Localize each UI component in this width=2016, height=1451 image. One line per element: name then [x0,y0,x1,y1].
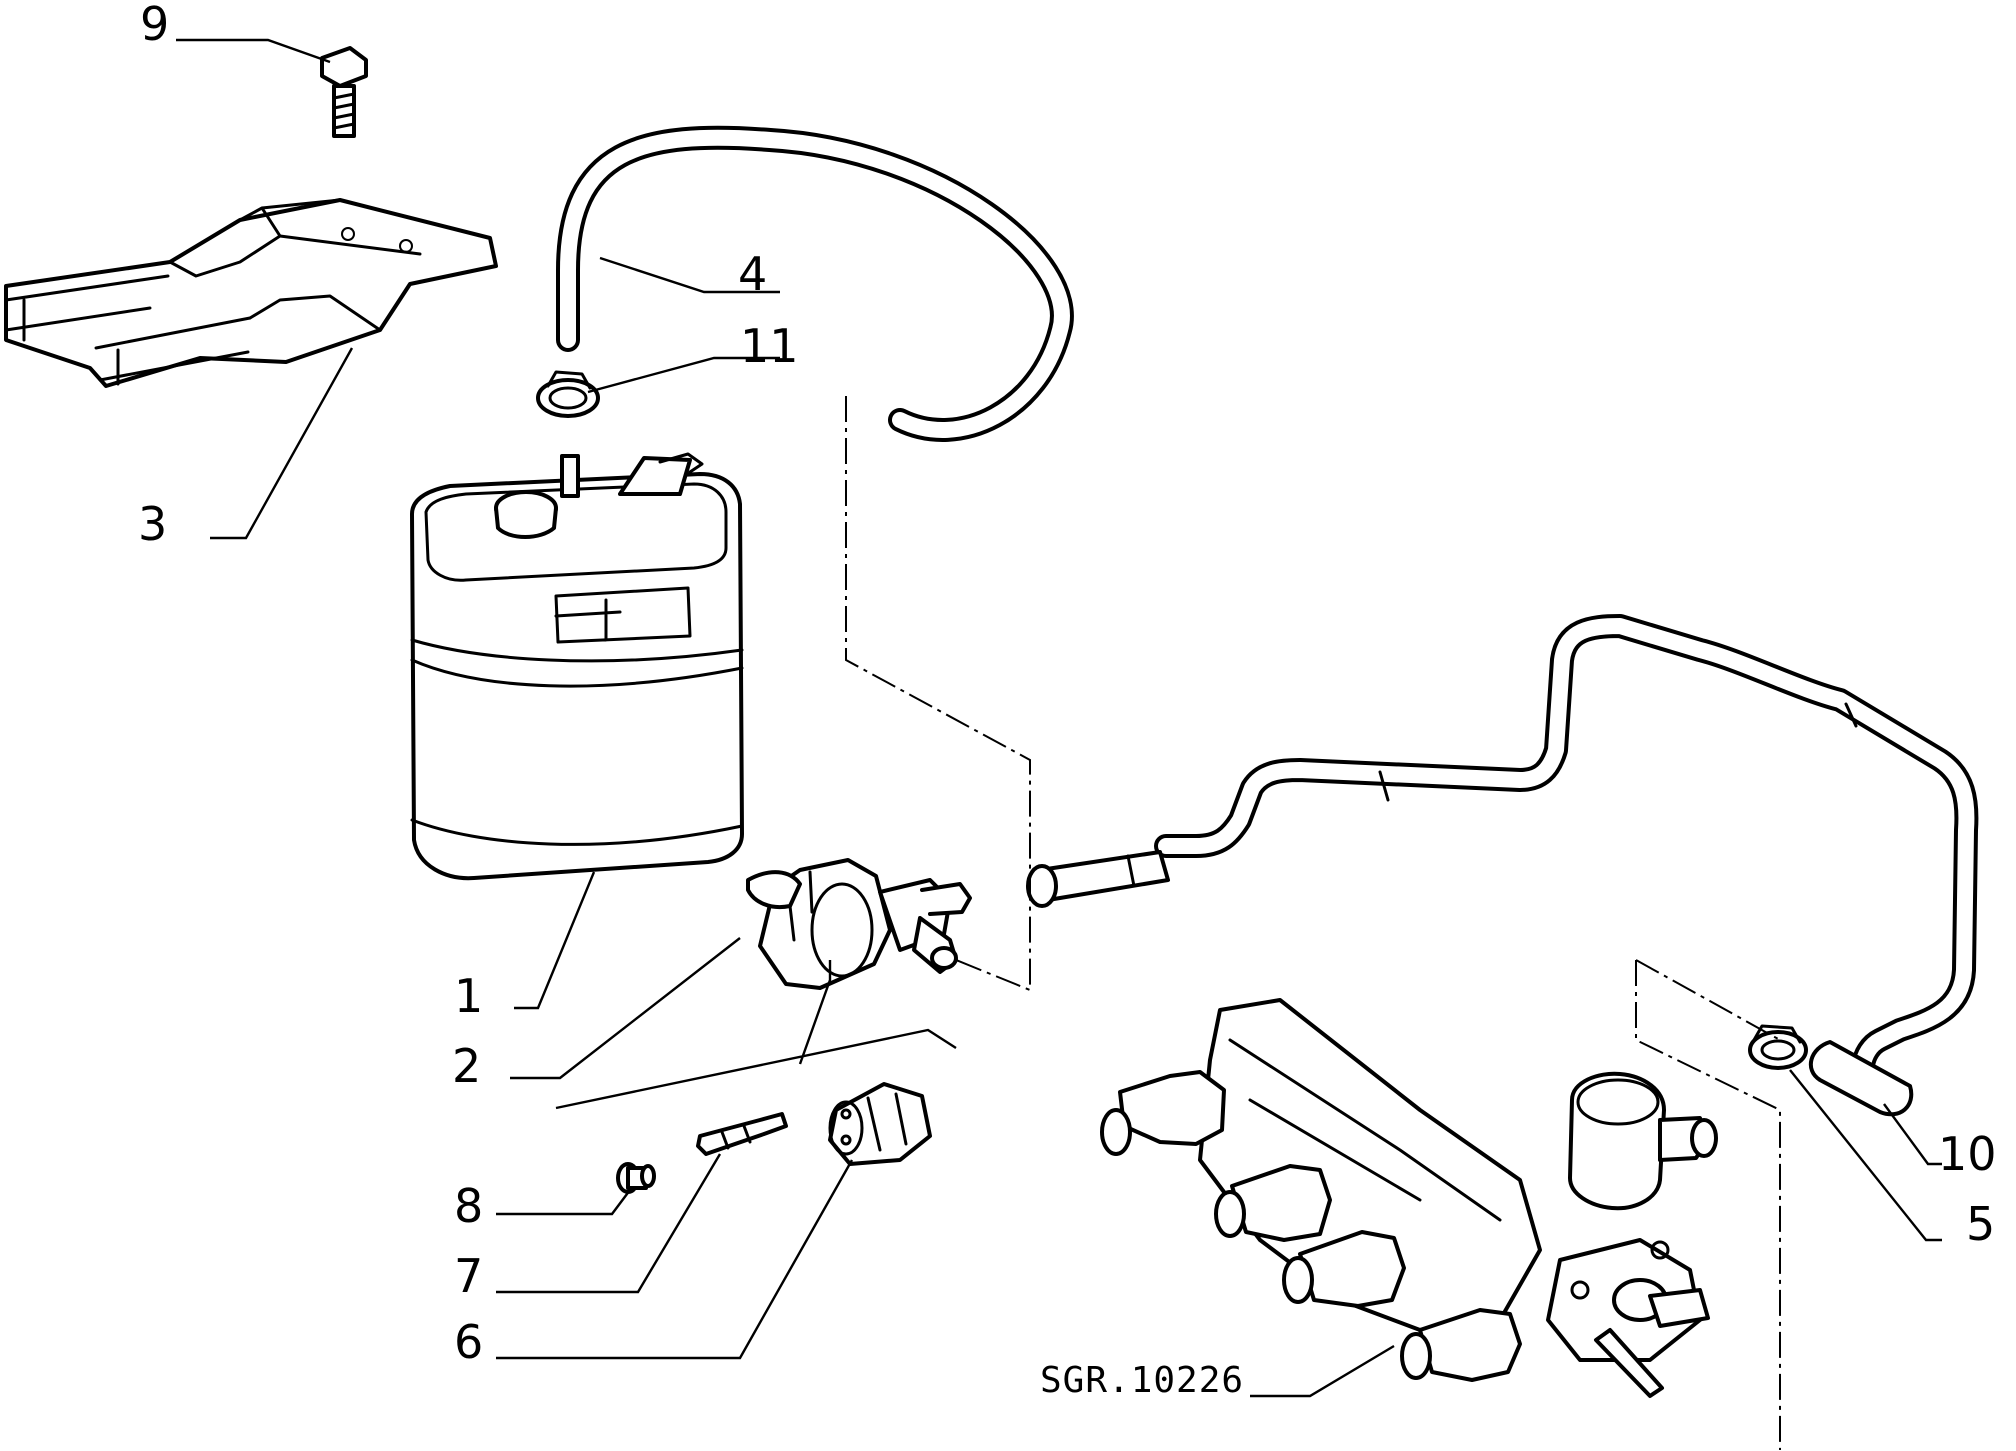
callout-5: 5 [1966,1197,1995,1251]
callout-7: 7 [454,1249,483,1303]
callout-3: 3 [138,497,167,551]
callout-11: 11 [740,319,799,373]
bracket-part[interactable] [4,198,498,388]
upper-hose-part[interactable] [556,125,1074,442]
solenoid-valve-part[interactable] [746,858,972,990]
reference-lines [845,396,1781,1450]
vapour-pipe-part[interactable] [1026,614,1979,1117]
callout-2: 2 [452,1039,481,1093]
leader-lines [176,38,1942,1398]
callout-labels: 9 3 4 11 1 2 8 7 6 10 5 SGR.10226 [138,0,1997,1401]
bolt-part[interactable] [320,46,368,138]
callout-1: 1 [454,969,483,1023]
fuel-rail-assembly [1100,998,1718,1398]
callout-4: 4 [738,247,767,301]
plug-part[interactable] [616,1162,656,1194]
hose-clamp-part[interactable] [1748,1024,1808,1070]
reference-code: SGR.10226 [1040,1360,1244,1401]
callout-6: 6 [454,1315,483,1369]
canister-part[interactable] [410,452,744,881]
terminal-part[interactable] [696,1112,788,1156]
callout-10: 10 [1938,1127,1997,1181]
callout-8: 8 [454,1179,483,1233]
hose-clamp-small-part[interactable] [536,370,600,418]
connector-part[interactable] [828,1082,932,1166]
callout-9: 9 [140,0,169,51]
